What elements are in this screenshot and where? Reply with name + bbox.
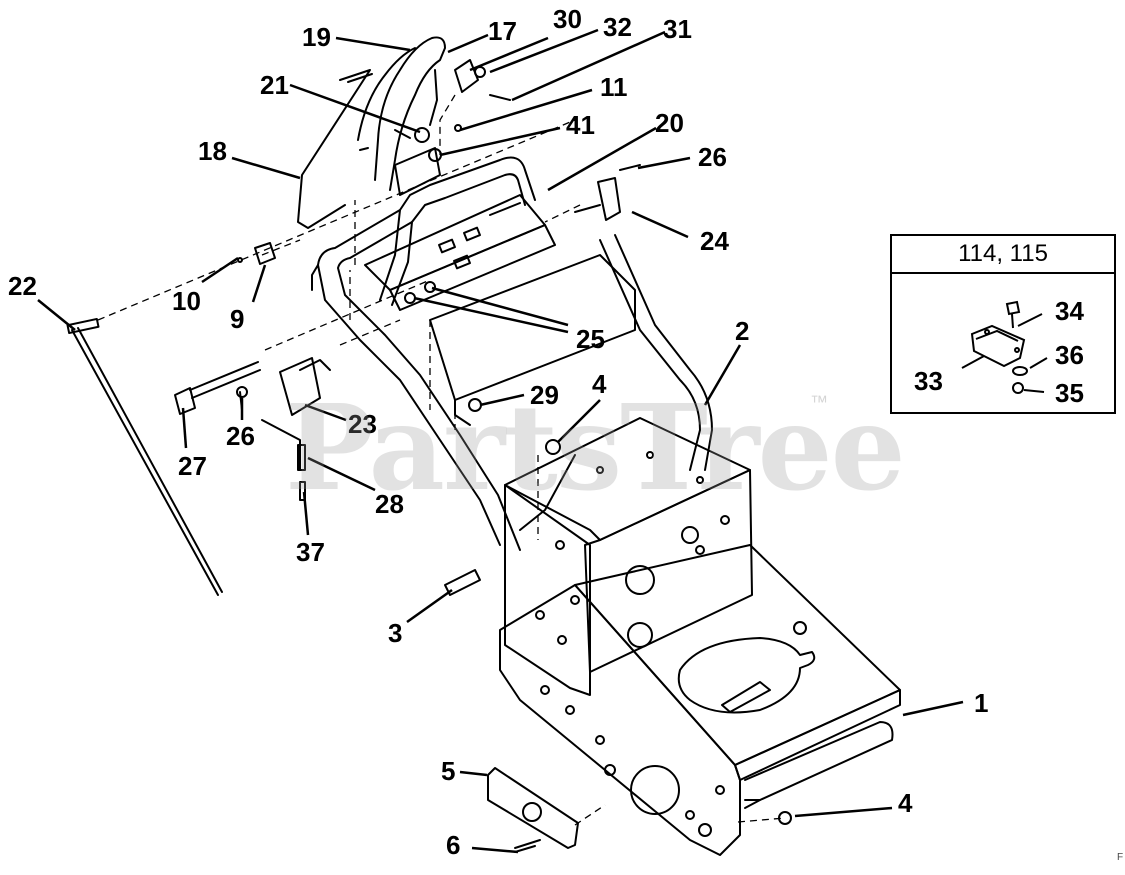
callout-1: 1 [974,688,989,718]
alignment-lines [97,94,786,826]
control-panel [364,194,556,311]
callout-27: 27 [178,451,207,481]
callout-33: 33 [914,366,943,396]
trademark-symbol: ™ [810,392,828,412]
callout-17: 17 [488,16,517,46]
callout-2: 2 [735,316,750,346]
callout-36: 36 [1055,340,1084,370]
callout-26-left: 26 [226,421,255,451]
inset-title: 114, 115 [892,236,1114,274]
plate-5 [487,767,579,853]
control-levers [297,36,446,229]
inset-diagram [961,300,1048,394]
callout-25: 25 [576,324,605,354]
callout-3: 3 [388,618,403,648]
hardware-top [414,59,511,162]
upper-box [504,417,753,696]
callout-18: 18 [198,136,227,166]
callout-32: 32 [603,12,632,42]
callout-9: 9 [230,304,245,334]
callout-4-top: 4 [592,369,607,399]
callout-19: 19 [302,22,331,52]
callout-41: 41 [566,110,595,140]
leader-lines [37,28,964,854]
chassis-frame [499,544,901,856]
callout-29: 29 [530,380,559,410]
callout-26-top: 26 [698,142,727,172]
callout-24: 24 [700,226,729,256]
callout-30: 30 [553,4,582,34]
callout-34: 34 [1055,296,1084,326]
corner-mark: F [1117,852,1124,863]
callout-11: 11 [600,72,628,102]
callout-22: 22 [8,271,37,301]
callout-28: 28 [375,489,404,519]
callout-10: 10 [172,286,201,316]
callout-37: 37 [296,537,325,567]
left-linkage [66,242,331,596]
callout-5: 5 [441,756,456,786]
right-bracket [574,164,641,221]
inset-detail-box: 114, 115 34 36 33 35 [890,234,1116,414]
callout-6: 6 [446,830,461,860]
callout-31: 31 [663,14,692,44]
callout-23: 23 [348,409,377,439]
callout-4-bottom: 4 [898,788,913,818]
callout-35: 35 [1055,378,1084,408]
callout-20: 20 [655,108,684,138]
watermark: PartsTree [285,378,906,517]
callout-21: 21 [260,70,289,100]
